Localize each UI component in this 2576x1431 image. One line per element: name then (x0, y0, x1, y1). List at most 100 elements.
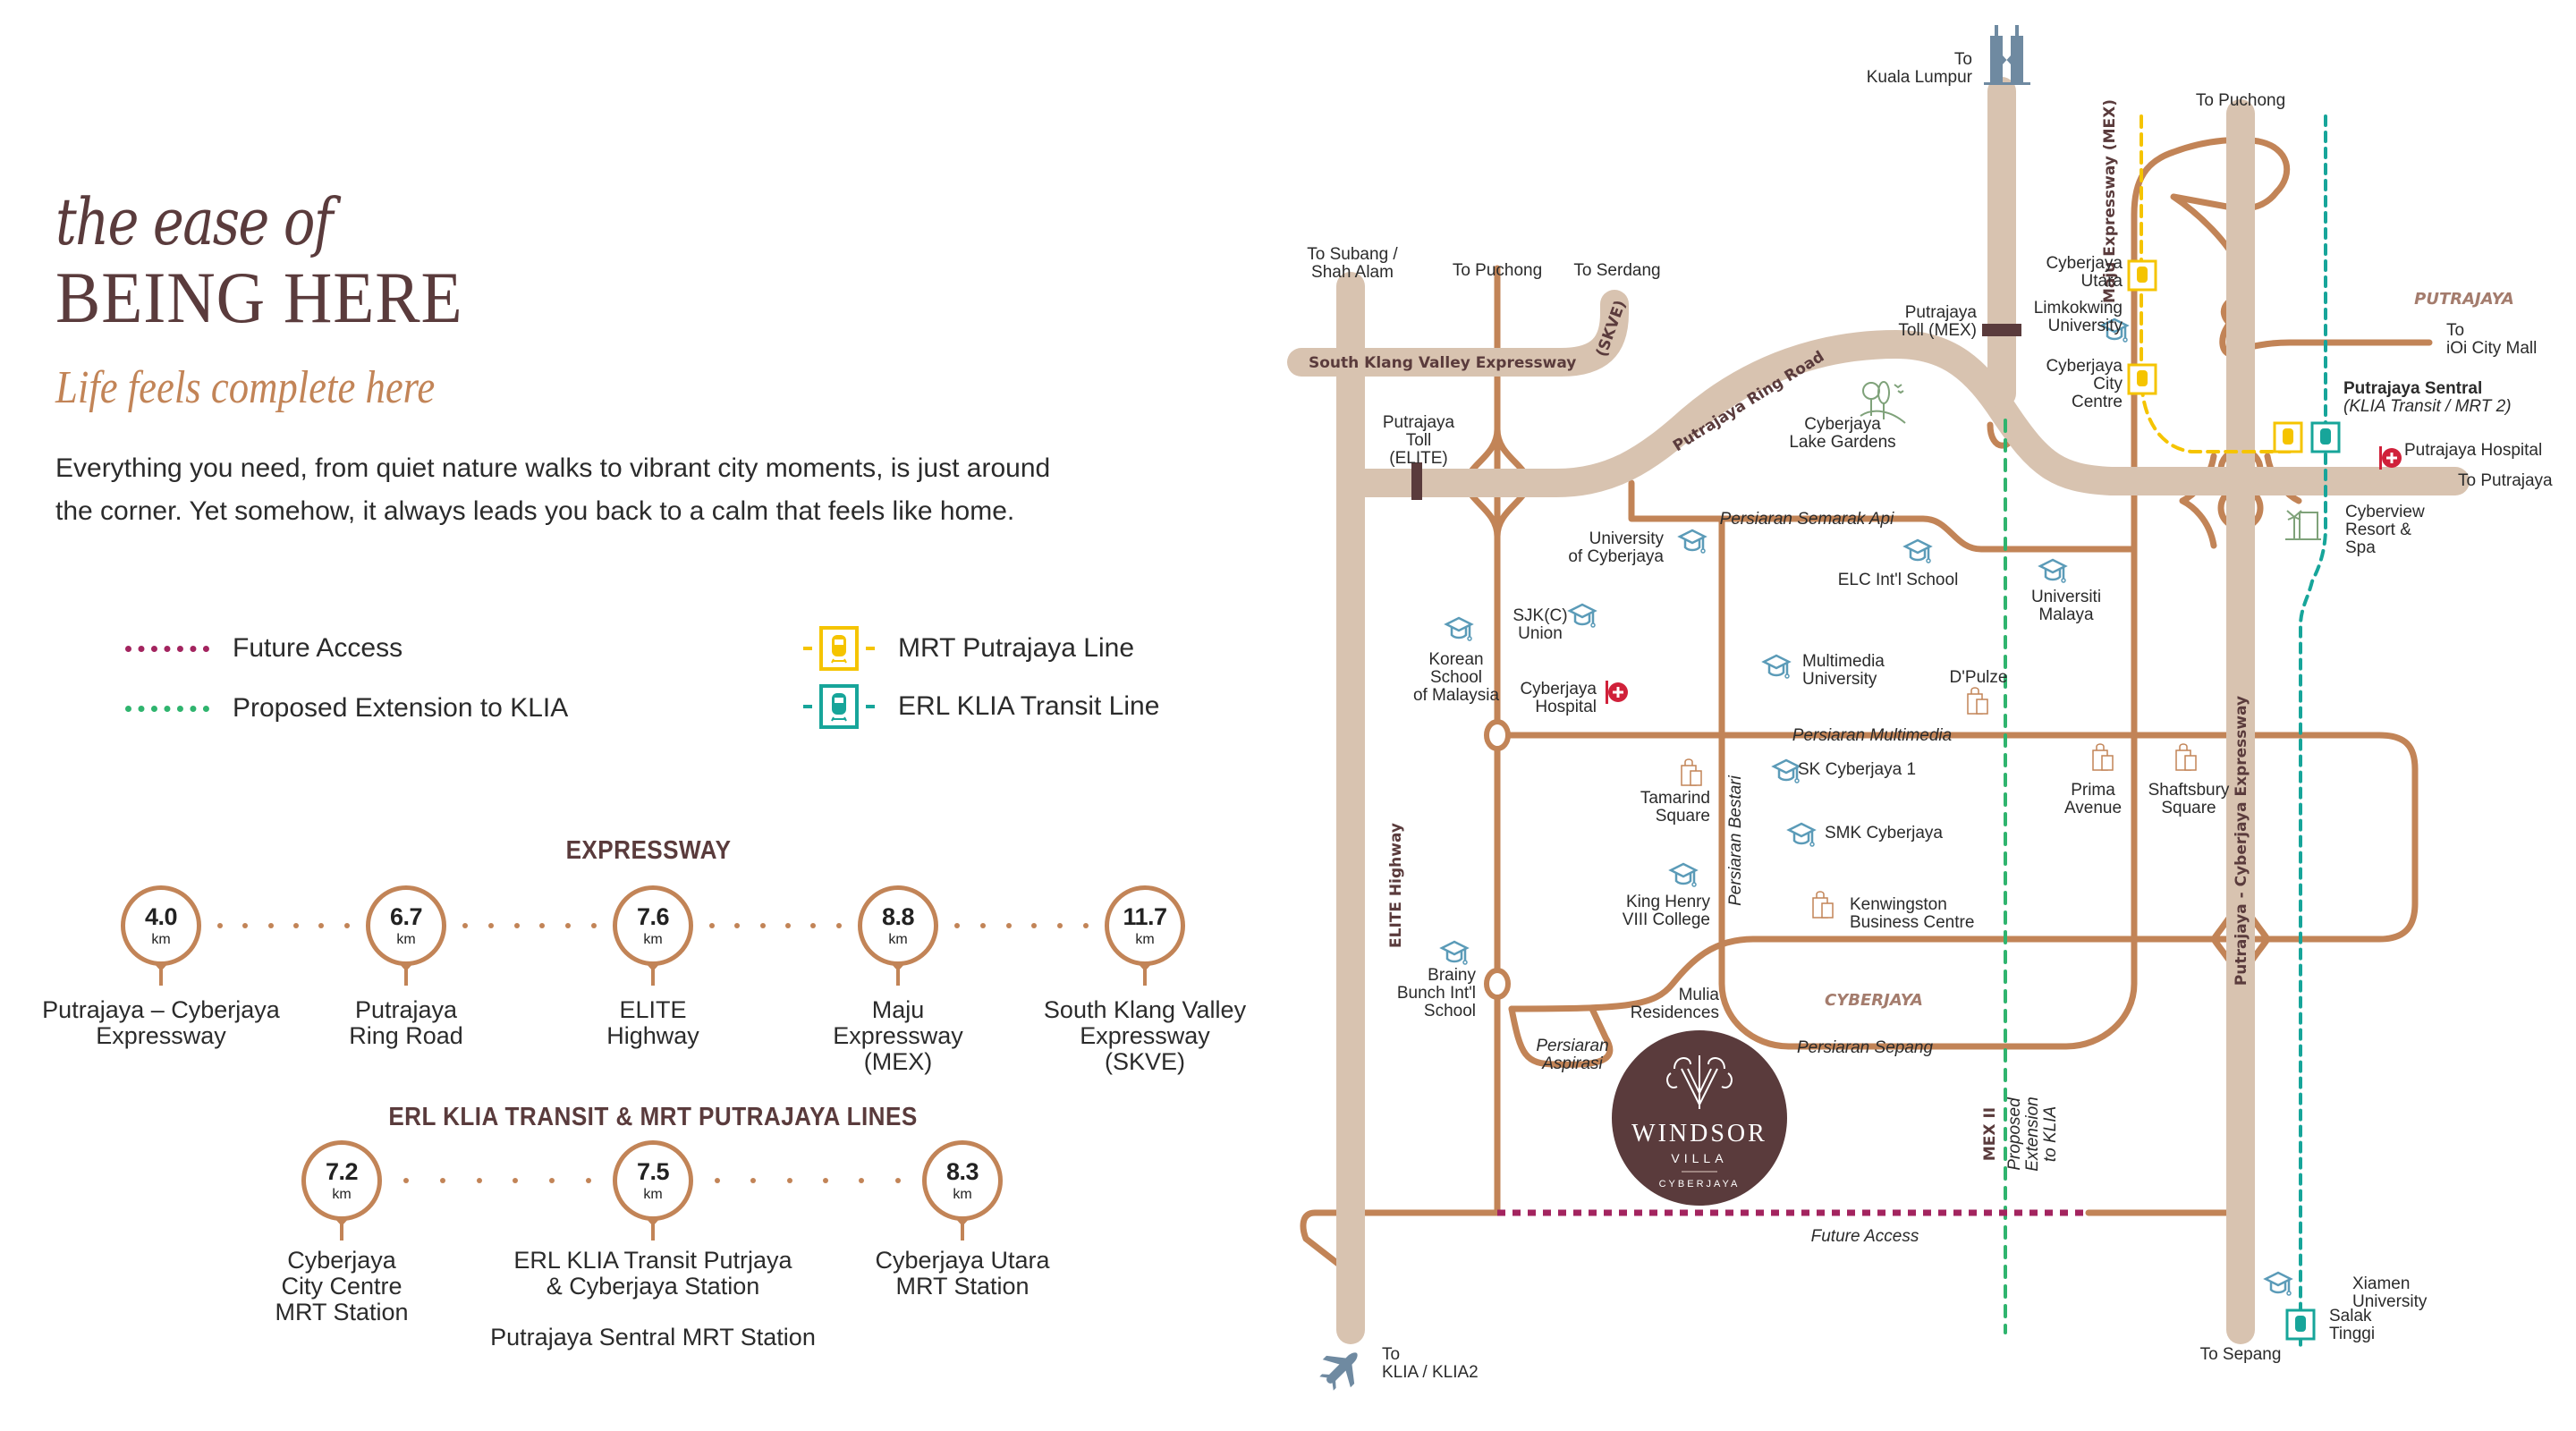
legend-label: Proposed Extension to KLIA (233, 693, 569, 723)
erl-sentral-icon (2310, 421, 2341, 453)
subtitle: Life feels complete here (55, 362, 436, 413)
crest-icon (1666, 1055, 1733, 1109)
school-icon-universiti-malaya (2038, 558, 2068, 583)
airplane-icon (1319, 1352, 1358, 1391)
school-icon-king-henry (1668, 862, 1699, 887)
dotted-connector (699, 1178, 916, 1183)
transit-label: ERL KLIA Transit Putrjaya & Cyberjaya St… (513, 1247, 792, 1300)
distance-value: 8.8 (881, 902, 915, 930)
intro-paragraph: Everything you need, from quiet nature w… (55, 447, 1236, 533)
distance-value: 11.7 (1123, 902, 1167, 930)
erl-salak-tinggi-icon (2285, 1308, 2316, 1341)
shop-icon-shaftsbury (2175, 743, 2197, 771)
poi-label-sk-cyberjaya-1: SK Cyberjaya 1 (1798, 760, 1916, 779)
station-icons (2127, 259, 2341, 1341)
distance-value: 4.0 (144, 902, 178, 930)
mrt-sentral-icon (2273, 421, 2303, 453)
pin-stem (398, 962, 414, 986)
school-icon-brainy-bunch (1439, 940, 1470, 965)
dotted-connector (945, 923, 1098, 928)
proposed-extension-swatch (125, 705, 209, 712)
school-icon-smk (1786, 822, 1817, 847)
distance-unit: km (396, 931, 416, 947)
legend-erl: ERL KLIA Transit Line (803, 684, 1159, 729)
street-label-sepang: Persiaran Sepang (1797, 1038, 1934, 1057)
distance-value: 7.2 (325, 1157, 359, 1185)
road-label-skve: South Klang Valley Expressway (1309, 354, 1576, 372)
direction-putrajaya: To Putrajaya (2458, 471, 2553, 490)
mrt-train-icon (803, 626, 875, 671)
road-label-pce: Putrajaya - Cyberjaya Expressway (2233, 696, 2250, 986)
label-mex-ii: MEX II (1981, 1107, 1999, 1161)
expressway-label: Putrajaya – Cyberjaya Expressway (42, 996, 280, 1049)
pin-stem (645, 1217, 661, 1240)
expressway-label: South Klang Valley Expressway (SKVE) (1043, 996, 1247, 1075)
toll-elite (1411, 462, 1422, 500)
shop-icon-prima (2092, 743, 2114, 771)
transit-label-secondary: Putrajaya Sentral MRT Station (490, 1324, 816, 1351)
poi-label-smk-cyberjaya: SMK Cyberjaya (1825, 824, 1943, 843)
intro-line-2: the corner. Yet somehow, it always leads… (55, 496, 1015, 526)
transit-title: ERL KLIA TRANSIT & MRT PUTRAJAYA LINES (388, 1103, 918, 1131)
distance-unit: km (953, 1186, 972, 1202)
dotted-connector (699, 923, 852, 928)
semarak-api-road (1628, 479, 2138, 553)
poi-label-putrajaya-hospital: Putrajaya Hospital (2404, 441, 2542, 460)
distance-unit: km (888, 931, 908, 947)
legend-label: MRT Putrajaya Line (898, 633, 1135, 663)
resort-icon (2285, 510, 2321, 540)
distance-unit: km (1135, 931, 1155, 947)
street-label-multimedia: Persiaran Multimedia (1792, 726, 1952, 745)
legend-proposed-extension: Proposed Extension to KLIA (125, 693, 568, 724)
direction-serdang: To Serdang (1573, 261, 1660, 280)
pin-stem (645, 962, 661, 986)
windsor-villa-marker: WINDSOR VILLA CYBERJAYA (1612, 1030, 1787, 1206)
putrajaya-hospital-icon (2379, 446, 2402, 470)
expressway-label: Maju Expressway (MEX) (833, 996, 963, 1075)
school-icon-limkokwing (2099, 318, 2130, 343)
shop-icon-kenwingston (1812, 891, 1834, 919)
petronas-towers-icon (1984, 25, 2030, 85)
dotted-connector (453, 923, 606, 928)
poi-label-elc: ELC Int'l School (1838, 571, 1959, 589)
legend-label: Future Access (233, 633, 403, 663)
area-label-cyberjaya: CYBERJAYA (1825, 991, 1923, 1010)
mrt-city-centre-icon (2127, 363, 2157, 395)
direction-puchong-right: To Puchong (2196, 91, 2285, 110)
school-icon-sk-cyberjaya (1771, 758, 1801, 783)
shop-icon-tamarind (1681, 758, 1702, 786)
school-icon-university-of-cyberjaya (1677, 529, 1707, 554)
school-icon-sjkc (1567, 603, 1597, 628)
distance-value: 7.6 (636, 902, 670, 930)
pin-stem (954, 1217, 970, 1240)
legend-label: ERL KLIA Transit Line (898, 691, 1160, 721)
distance-value: 6.7 (389, 902, 423, 930)
headline-caps: BEING HERE (55, 257, 463, 338)
legend-future-access: Future Access (125, 633, 402, 664)
future-access-swatch (125, 645, 209, 652)
distance-unit: km (643, 1186, 663, 1202)
